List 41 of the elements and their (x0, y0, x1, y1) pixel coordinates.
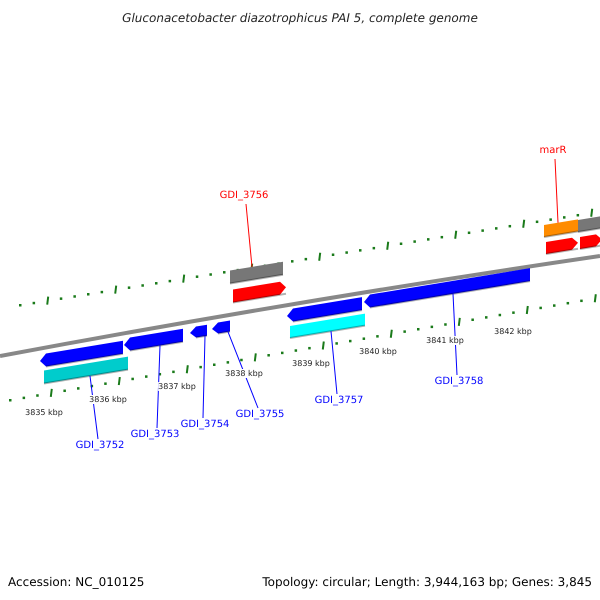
leader-line (554, 158, 558, 224)
gene-feature-block (190, 324, 208, 338)
gene-label: GDI_3753 (130, 429, 180, 440)
leader-line (90, 375, 98, 440)
leader-line (156, 345, 160, 428)
gene-bar (290, 314, 366, 339)
gene-label: GDI_3755 (236, 409, 284, 420)
gene-feature-block (287, 297, 362, 322)
gene-label: GDI_3752 (76, 440, 124, 451)
leader-line (330, 330, 338, 394)
genome-summary-text: Topology: circular; Length: 3,944,163 bp; Genes: 3,845 (262, 575, 592, 589)
leader-line (202, 336, 206, 418)
scale-label: 3837 kbp (158, 382, 196, 391)
gene-feature-block (40, 340, 124, 368)
gene-label: GDI_3757 (314, 395, 364, 406)
scale-label: 3835 kbp (25, 408, 63, 417)
accession-text: Accession: NC_010125 (8, 575, 144, 589)
gene-label: marR (540, 145, 566, 156)
scale-label: 3841 kbp (426, 336, 464, 345)
gene-feature-block (364, 268, 530, 308)
gene-feature-block (124, 328, 184, 352)
scale-label: 3838 kbp (225, 369, 263, 378)
leader-line (246, 204, 252, 268)
gene-label: GDI_3754 (180, 419, 230, 430)
leader-line (452, 293, 458, 376)
gene-bar (544, 219, 578, 238)
gene-feature-block (212, 320, 230, 334)
gene-feature-block (546, 238, 578, 255)
scale-label: 3842 kbp (494, 327, 532, 336)
gene-bar (578, 216, 600, 233)
gene-feature-block (580, 234, 600, 250)
scale-label: 3839 kbp (292, 359, 330, 368)
scale-label: 3840 kbp (359, 347, 397, 356)
gene-feature-block (232, 282, 286, 304)
gene-label: GDI_3758 (434, 376, 484, 387)
scale-label: 3836 kbp (89, 395, 127, 404)
gene-bar (44, 356, 128, 384)
gene-label: GDI_3756 (220, 190, 268, 201)
leader-line (228, 331, 258, 408)
title: Gluconacetobacter diazotrophicus PAI 5, complete genome (122, 11, 478, 25)
gene-bar (230, 262, 284, 284)
